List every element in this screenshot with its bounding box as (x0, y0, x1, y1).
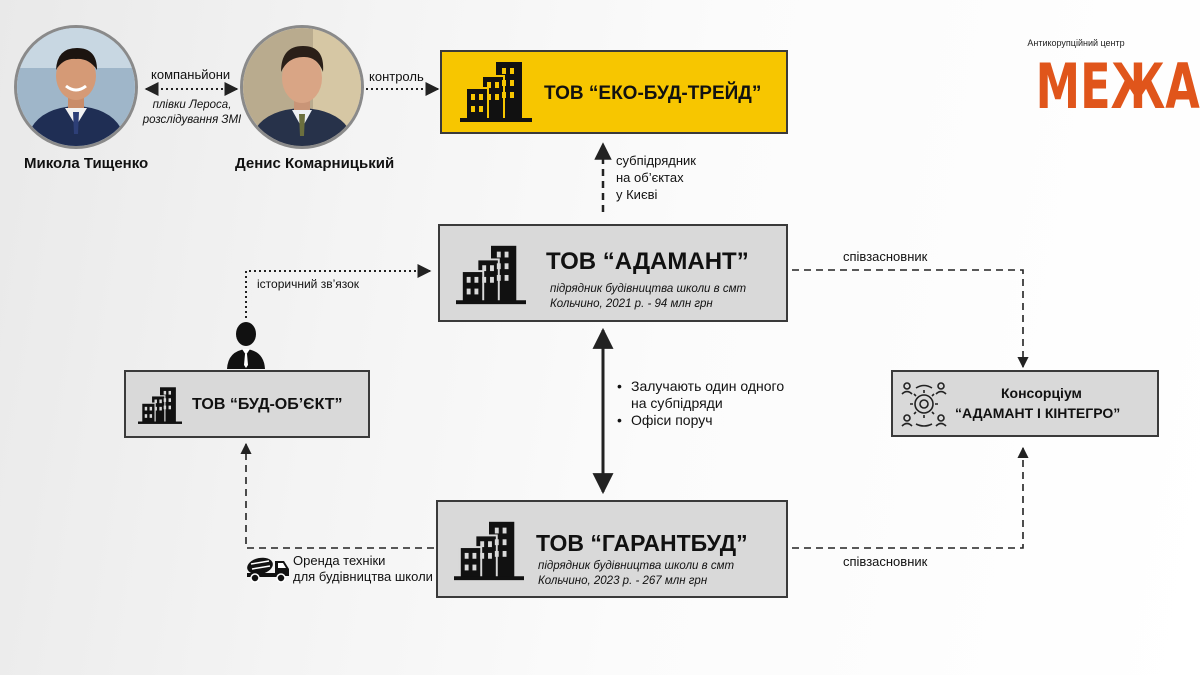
company-box-bud-obekt: ТОВ “БУД-ОБ’ЄКТ” (124, 370, 370, 438)
partners-label: компаньйони (151, 67, 231, 82)
mutual-item-offices: Офіси поруч (617, 412, 787, 429)
consortium-name: “АДАМАНТ І КІНТЕГРО” (955, 405, 1121, 421)
subcontractor-label-line2: на об’єктах (616, 170, 684, 185)
person-name-tyshchenko: Микола Тищенко (24, 155, 149, 172)
partners-note-line2: розслідування ЗМІ (142, 114, 242, 126)
subcontractor-label-line1: субпідрядник (616, 153, 696, 168)
logo: Антикорупційний центр МЕЖА (1016, 38, 1200, 138)
person-icon (227, 322, 265, 369)
cofounder-link-top (792, 269, 1029, 369)
rental-label-line2: для будівництва школи (293, 569, 433, 584)
building-icon (460, 62, 532, 122)
building-icon (456, 245, 526, 305)
mutual-relations-list: Залучають один одного на субпідряди Офіс… (617, 378, 787, 429)
historic-link (245, 264, 432, 318)
subcontractor-label-line3: у Києві (616, 187, 658, 202)
rental-label-line1: Оренда техніки (293, 553, 386, 568)
company-desc-garantbud-line2: Кольчино, 2023 р. - 267 млн грн (538, 575, 708, 587)
cofounder-link-bottom (792, 446, 1029, 549)
company-box-adamant: ТОВ “АДАМАНТ” підрядник будівництва школ… (438, 224, 788, 322)
mutual-item-subcontracts: Залучають один одного на субпідряди (617, 378, 787, 412)
company-name-eko: ТОВ “ЕКО-БУД-ТРЕЙД” (544, 83, 762, 104)
control-label: контроль (369, 69, 424, 84)
logo-title: МЕЖА (1035, 50, 1200, 123)
historic-label: історичний зв’язок (257, 277, 360, 291)
company-box-eko-bud-treid: ТОВ “ЕКО-БУД-ТРЕЙД” (440, 50, 788, 134)
network-gear-icon (901, 382, 947, 427)
company-name-adamant: ТОВ “АДАМАНТ” (546, 248, 749, 275)
building-icon (454, 521, 524, 581)
rental-link (240, 442, 434, 549)
company-desc-adamant-line1: підрядник будівництва школи в смт (550, 283, 747, 295)
company-name-garantbud: ТОВ “ГАРАНТБУД” (536, 530, 748, 556)
partners-note-line1: плівки Лероса, (152, 99, 232, 111)
company-box-garantbud: ТОВ “ГАРАНТБУД” підрядник будівництва шк… (436, 500, 788, 598)
concrete-mixer-truck-icon (247, 557, 289, 583)
company-desc-garantbud-line1: підрядник будівництва школи в смт (538, 560, 735, 572)
portrait-tyshchenko (14, 25, 138, 149)
consortium-box: Консорціум “АДАМАНТ І КІНТЕГРО” (891, 370, 1159, 437)
building-icon (138, 387, 182, 424)
consortium-label: Консорціум (1001, 385, 1082, 401)
portrait-komarnytskyi (240, 25, 364, 149)
logo-subtitle: Антикорупційний центр (1027, 38, 1125, 48)
cofounder-label-top: співзасновник (843, 249, 928, 264)
company-name-bud-obekt: ТОВ “БУД-ОБ’ЄКТ” (192, 396, 343, 413)
person-name-komarnytskyi: Денис Комарницький (235, 155, 395, 172)
cofounder-label-bottom: співзасновник (843, 554, 928, 569)
company-desc-adamant-line2: Кольчино, 2021 р. - 94 млн грн (550, 298, 713, 310)
